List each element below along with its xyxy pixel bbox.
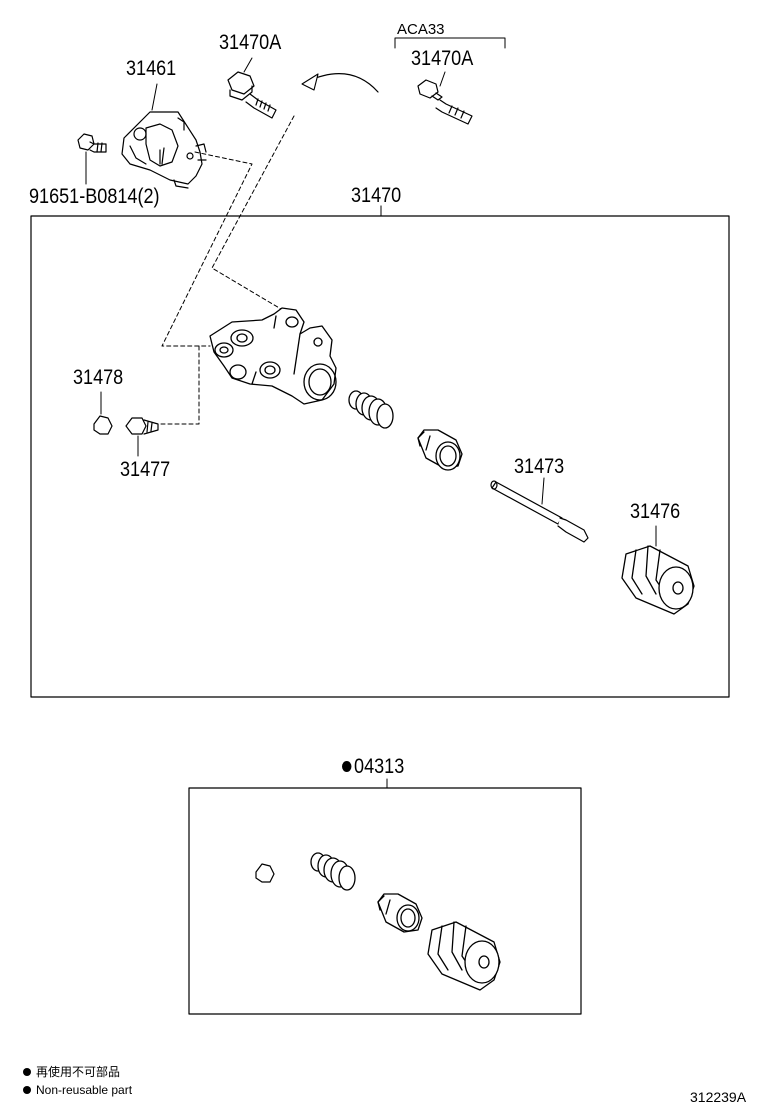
bolt-31470A-aca33 (417, 71, 473, 125)
bleeder-plug-31477 (125, 417, 159, 457)
label-31473: 31473 (514, 455, 565, 478)
legend-line-jp: 再使用不可部品 (23, 1066, 120, 1078)
bolt-31470A (227, 57, 277, 119)
label-31470: 31470 (351, 184, 402, 207)
legend-line-en: Non-reusable part (23, 1084, 132, 1096)
label-31461: 31461 (126, 57, 177, 80)
cylinder-body (209, 307, 337, 405)
bolt-91651 (77, 133, 107, 185)
bracket-31461 (121, 83, 207, 189)
label-31470A-top: 31470A (219, 31, 282, 54)
label-aca33: ACA33 (397, 21, 445, 38)
push-rod-31473 (490, 477, 589, 543)
label-31470A-aca33: 31470A (411, 47, 474, 70)
legend-dot-icon (23, 1068, 31, 1076)
kit-piston (377, 893, 423, 933)
label-04313-text: 04313 (354, 755, 405, 778)
kit-boot (427, 921, 501, 991)
kit-bleeder-cap (255, 863, 275, 883)
legend-text-en: Non-reusable part (36, 1083, 133, 1097)
leader-lines (159, 115, 295, 425)
aca33-bracket (394, 37, 506, 49)
kit-spring (310, 852, 356, 891)
legend-dot-icon (23, 1086, 31, 1094)
direction-arrow (301, 73, 379, 93)
label-31477: 31477 (120, 458, 171, 481)
label-31476: 31476 (630, 500, 681, 523)
diagram-code: 312239A (690, 1089, 747, 1105)
bleeder-cap-31478 (93, 391, 113, 435)
piston-part (417, 429, 463, 471)
boot-31476 (621, 525, 695, 615)
label-04313: 04313 (342, 756, 404, 777)
kit-box-04313 (188, 787, 582, 1015)
spring-part (348, 390, 394, 429)
label-91651: 91651-B0814(2) (29, 185, 160, 208)
label-31478: 31478 (73, 366, 124, 389)
non-reusable-dot-icon (342, 761, 352, 772)
legend-text-jp: 再使用不可部品 (36, 1065, 121, 1079)
kit-box-31470 (30, 215, 730, 698)
